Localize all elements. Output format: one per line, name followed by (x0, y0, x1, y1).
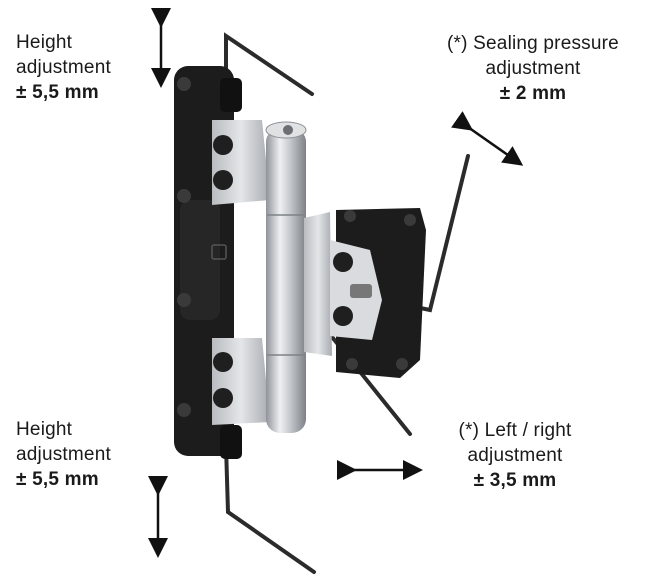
label-height-adjustment-bottom: Height adjustment ± 5,5 mm (16, 417, 111, 492)
label-value: ± 5,5 mm (16, 82, 99, 103)
allen-key-bottom (224, 444, 316, 574)
label-line2: adjustment (16, 57, 111, 78)
label-left-right-adjustment: (*) Left / right adjustment ± 3,5 mm (430, 418, 600, 493)
label-line2: adjustment (467, 445, 563, 466)
label-line1: Height (16, 419, 73, 440)
sash-part (304, 208, 426, 378)
label-value: ± 2 mm (499, 83, 567, 104)
hinge-knuckle (265, 121, 307, 433)
sealing-arrow (451, 111, 524, 166)
label-value: ± 5,5 mm (16, 469, 99, 490)
label-sealing-pressure-adjustment: (*) Sealing pressure adjustment ± 2 mm (428, 31, 638, 106)
label-height-adjustment-top: Height adjustment ± 5,5 mm (16, 30, 111, 105)
frame-plates (212, 120, 270, 425)
label-line2: adjustment (16, 444, 111, 465)
label-line1: Height (16, 32, 73, 53)
label-line1: (*) Left / right (458, 420, 572, 441)
label-value: ± 3,5 mm (473, 470, 557, 491)
label-line2: adjustment (485, 58, 581, 79)
label-line1: (*) Sealing pressure (447, 33, 619, 54)
